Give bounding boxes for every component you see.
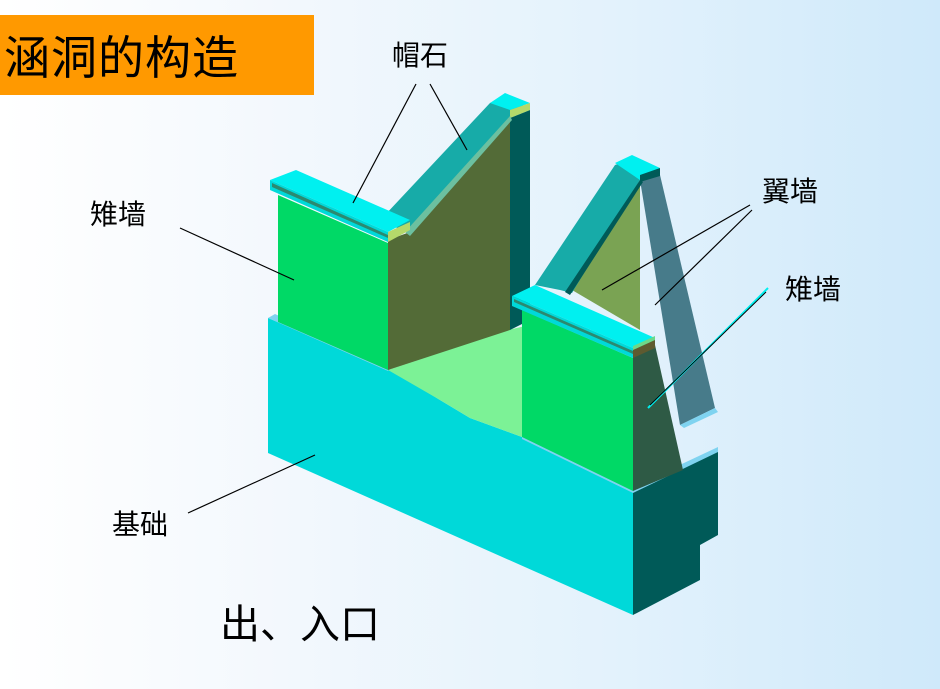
right-cone-wall-side: [633, 345, 683, 491]
right-cone-wall: [522, 310, 633, 491]
label-foundation: 基础: [112, 508, 169, 541]
left-coping: [270, 170, 410, 242]
label-wing-wall: 翼墙: [762, 175, 819, 208]
left-cone-wall: [278, 195, 388, 370]
label-cone-wall-left: 雉墙: [90, 198, 147, 231]
left-sloped-coping: [385, 93, 530, 236]
page-title: 涵洞的构造: [4, 31, 239, 85]
label-cone-wall-right: 雉墙: [785, 273, 842, 306]
right-wing-wall-inner: [572, 182, 640, 330]
leader-lines: [179, 83, 753, 514]
title-box: 涵洞的构造: [0, 15, 314, 95]
caption: 出、入口: [220, 602, 380, 648]
channel-floor: [388, 318, 560, 437]
right-sloped-coping: [535, 155, 660, 295]
label-coping: 帽石: [392, 39, 449, 72]
left-wing-wall-inner: [388, 118, 510, 370]
right-wing-wall-outer: [640, 175, 715, 425]
right-coping: [512, 285, 655, 358]
